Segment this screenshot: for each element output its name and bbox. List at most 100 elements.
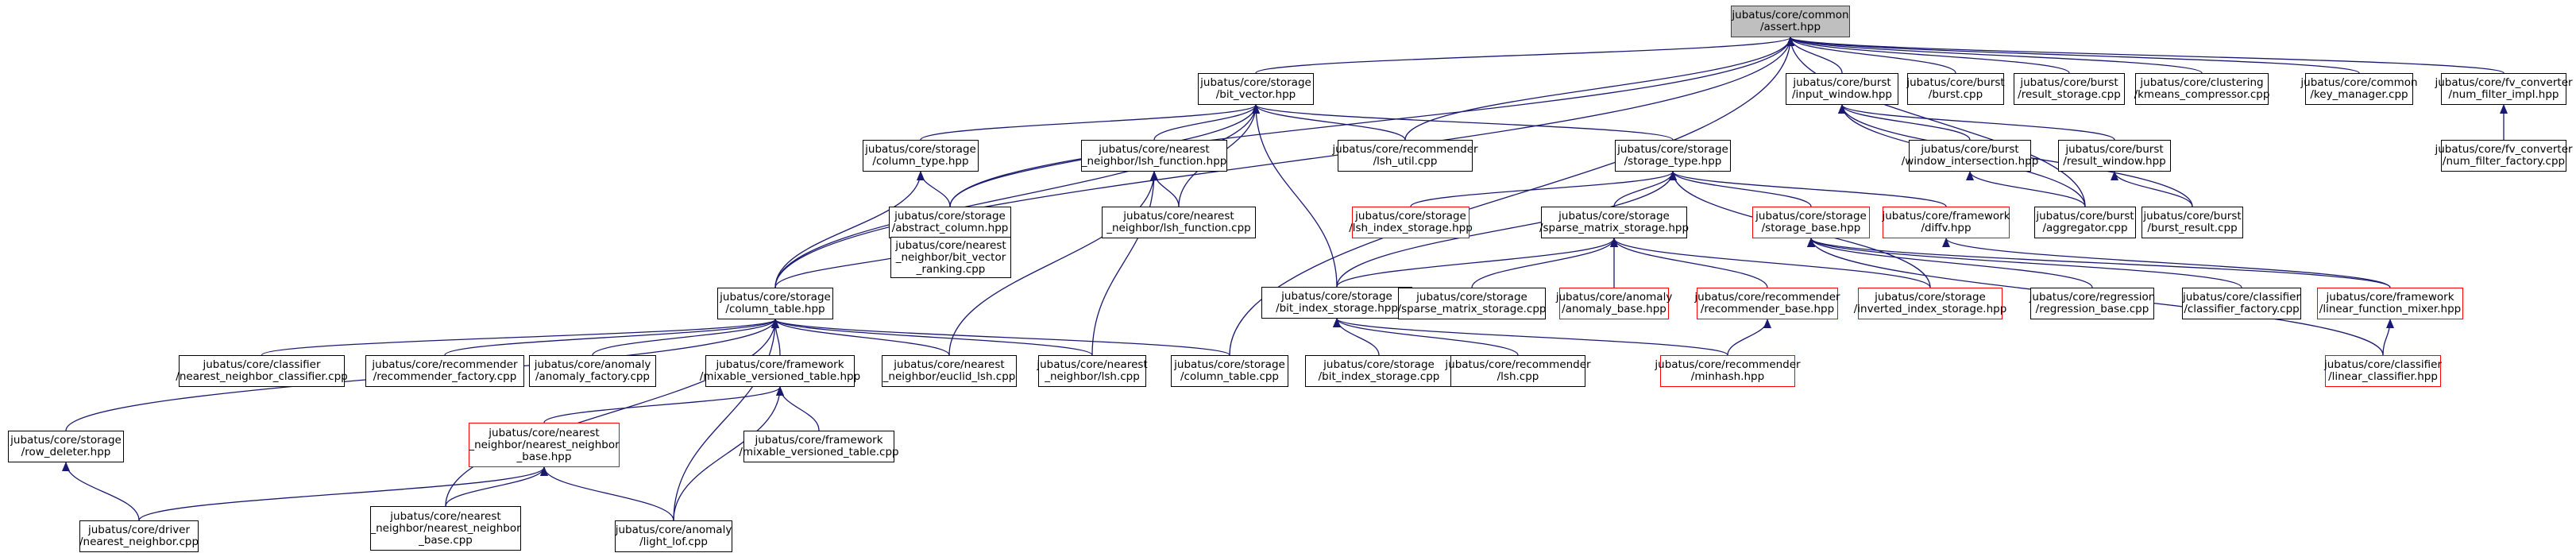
node-input-window[interactable]: jubatus/core/burst/input_window.hpp [1786, 73, 1898, 105]
node-burst-result[interactable]: jubatus/core/burst/burst_result.cpp [2142, 207, 2243, 238]
edge-euclid-lsh-to-column-table-hpp [771, 319, 950, 356]
edge-mixable-versioned-table-hpp-to-column-table-hpp [771, 319, 781, 356]
node-sparse-matrix-storage-cpp[interactable]: jubatus/core/storage/sparse_matrix_stora… [1398, 288, 1546, 319]
node-label-line: jubatus/core/framework [755, 434, 883, 447]
node-storage-type[interactable]: jubatus/core/storage/storage_type.hpp [1615, 140, 1731, 172]
node-nn-base-cpp[interactable]: jubatus/core/nearest_neighbor/nearest_ne… [370, 506, 521, 551]
node-bit-vector-ranking[interactable]: jubatus/core/nearest_neighbor/bit_vector… [890, 237, 1011, 278]
node-burst-cpp[interactable]: jubatus/core/burst/burst.cpp [1906, 73, 2005, 105]
edge-recommender-factory-to-column-table-hpp [444, 319, 779, 356]
node-bit-vector[interactable]: jubatus/core/storage/bit_vector.hpp [1198, 73, 1314, 105]
node-num-filter-factory[interactable]: jubatus/core/fv_converter/num_filter_fac… [2435, 140, 2573, 172]
node-linear-function-mixer[interactable]: jubatus/core/framework/linear_function_m… [2317, 288, 2463, 319]
node-kmeans[interactable]: jubatus/core/clustering/kmeans_compresso… [2134, 73, 2269, 105]
node-result-storage[interactable]: jubatus/core/burst/result_storage.cpp [2014, 73, 2125, 105]
node-nn-classifier[interactable]: jubatus/core/classifier/nearest_neighbor… [176, 355, 348, 387]
node-label-line: /lsh_util.cpp [1373, 155, 1438, 168]
node-light-lof[interactable]: jubatus/core/anomaly/light_lof.cpp [615, 520, 732, 552]
edge-regression-base-to-storage-base [1807, 238, 2093, 288]
edge-num-filter-impl-to-assert [1786, 37, 2505, 74]
edge-bit-vector-to-assert [1255, 37, 1794, 74]
node-label-line: jubatus/core/storage [1323, 358, 1435, 371]
node-bit-index-storage-cpp[interactable]: jubatus/core/storage/bit_index_storage.c… [1305, 355, 1453, 387]
node-label-line: jubatus/core/burst [2065, 143, 2164, 156]
node-label-line: jubatus/core/storage [1281, 290, 1392, 303]
edge-storage-type-to-bit-vector [1252, 104, 1674, 141]
node-linear-classifier[interactable]: jubatus/core/classifier/linear_classifie… [2324, 355, 2442, 387]
edge-light-lof-to-nn-base-hpp [540, 466, 674, 521]
node-recommender-base[interactable]: jubatus/core/recommender/recommender_bas… [1694, 288, 1840, 319]
node-column-type[interactable]: jubatus/core/storage/column_type.hpp [863, 140, 979, 172]
edge-kmeans-to-assert [1786, 37, 2203, 74]
edge-result-storage-to-assert [1786, 37, 2070, 74]
edge-abstract-column-to-assert [949, 37, 1794, 207]
node-label-line: jubatus/core/storage [720, 291, 831, 304]
node-label-line: jubatus/core/common [2300, 76, 2418, 89]
edge-column-table-hpp-to-assert [774, 37, 1794, 288]
node-regression-base[interactable]: jubatus/core/regression/regression_base.… [2030, 288, 2155, 319]
node-sparse-matrix-storage-hpp[interactable]: jubatus/core/storage/sparse_matrix_stora… [1539, 207, 1690, 238]
node-mixable-versioned-table-hpp[interactable]: jubatus/core/framework/mixable_versioned… [700, 355, 860, 387]
node-label-line: jubatus/core/storage [1617, 143, 1728, 156]
node-minhash[interactable]: jubatus/core/recommender/minhash.hpp [1655, 355, 1801, 387]
edge-inverted-index-storage-to-sparse-matrix-storage-hpp [1610, 238, 1931, 288]
node-column-table-cpp[interactable]: jubatus/core/storage/column_table.cpp [1171, 355, 1288, 387]
node-euclid-lsh[interactable]: jubatus/core/nearest_neighbor/euclid_lsh… [882, 355, 1017, 387]
node-num-filter-impl[interactable]: jubatus/core/fv_converter/num_filter_imp… [2435, 73, 2573, 105]
node-lsh-index-storage[interactable]: jubatus/core/storage/lsh_index_storage.h… [1349, 207, 1473, 238]
node-label-line: jubatus/core/recommender [372, 358, 518, 371]
node-anomaly-base[interactable]: jubatus/core/anomaly/anomaly_base.hpp [1556, 288, 1672, 319]
node-label-line: jubatus/core/classifier [2324, 358, 2442, 371]
node-anomaly-factory[interactable]: jubatus/core/anomaly/anomaly_factory.cpp [529, 355, 656, 387]
node-label-line: /burst_result.cpp [2147, 222, 2238, 234]
node-label-line: /recommender_base.hpp [1700, 303, 1835, 315]
edge-euclid-lsh-to-lsh-function-hpp [948, 171, 1158, 356]
edge-linear-function-mixer-to-diffv [1942, 238, 2391, 288]
node-classifier-factory[interactable]: jubatus/core/classifier/classifier_facto… [2182, 288, 2301, 319]
edge-nn-classifier-to-column-table-hpp [261, 319, 779, 356]
node-result-window[interactable]: jubatus/core/burst/result_window.hpp [2058, 140, 2171, 172]
edge-light-lof-to-column-table-hpp [673, 319, 779, 521]
node-assert[interactable]: jubatus/core/common/assert.hpp [1731, 6, 1850, 37]
node-column-table-hpp[interactable]: jubatus/core/storage/column_table.hpp [717, 288, 833, 319]
node-label-line: jubatus/core/nearest [390, 509, 501, 523]
node-label-line: jubatus/core/storage [1755, 210, 1867, 222]
node-storage-base[interactable]: jubatus/core/storage/storage_base.hpp [1752, 207, 1870, 238]
node-recommender-factory[interactable]: jubatus/core/recommender/recommender_fac… [365, 355, 524, 387]
node-aggregator[interactable]: jubatus/core/burst/aggregator.cpp [2034, 207, 2136, 238]
node-label-line: jubatus/core/storage [10, 434, 122, 447]
node-row-deleter[interactable]: jubatus/core/storage/row_deleter.hpp [8, 431, 124, 462]
node-lsh-function-hpp[interactable]: jubatus/core/nearest_neighbor/lsh_functi… [1081, 140, 1227, 172]
node-nn-base-hpp[interactable]: jubatus/core/nearest_neighbor/nearest_ne… [469, 423, 620, 467]
node-label-line: jubatus/core/burst [1793, 76, 1891, 89]
node-label-line: /column_table.cpp [1180, 370, 1280, 383]
node-nn-lsh[interactable]: jubatus/core/nearest_neighbor/lsh.cpp [1037, 355, 1148, 387]
edge-linear-classifier-to-linear-function-mixer [2382, 319, 2394, 356]
node-label-line: _neighbor/bit_vector [895, 250, 1006, 264]
node-diffv[interactable]: jubatus/core/framework/diffv.hpp [1882, 207, 2010, 238]
node-mixable-versioned-table-cpp[interactable]: jubatus/core/framework/mixable_versioned… [739, 431, 899, 462]
node-lsh-util[interactable]: jubatus/core/recommender/lsh_util.cpp [1332, 140, 1478, 172]
edge-aggregator-to-window-intersection [1966, 171, 2086, 207]
node-label-line: _neighbor/euclid_lsh.cpp [882, 370, 1016, 383]
node-abstract-column[interactable]: jubatus/core/storage/abstract_column.hpp [889, 207, 1011, 238]
edge-driver-nn-to-nn-base-hpp [138, 466, 548, 521]
node-label-line: /input_window.hpp [1792, 88, 1892, 101]
node-label-line: jubatus/core/framework [2326, 291, 2454, 304]
edge-aggregator-to-assert [1786, 37, 2086, 207]
node-driver-nn[interactable]: jubatus/core/driver/nearest_neighbor.cpp [79, 520, 199, 552]
node-label-line: jubatus/core/anomaly [534, 358, 651, 371]
node-inverted-index-storage[interactable]: jubatus/core/storage/inverted_index_stor… [1854, 288, 2006, 319]
node-label-line: _base.hpp [516, 450, 572, 463]
edge-abstract-column-to-column-type [917, 171, 951, 207]
node-window-intersection[interactable]: jubatus/core/burst/window_intersection.h… [1902, 140, 2038, 172]
node-bit-index-storage-hpp[interactable]: jubatus/core/storage/bit_index_storage.h… [1261, 287, 1412, 319]
node-label-line: /abstract_column.hpp [891, 222, 1009, 234]
node-label-line: /sparse_matrix_storage.hpp [1539, 222, 1690, 234]
node-rec-lsh[interactable]: jubatus/core/recommender/lsh.cpp [1445, 355, 1591, 387]
node-label-line: jubatus/core/burst [1921, 143, 2019, 156]
edge-window-intersection-to-input-window [1838, 104, 1971, 141]
edge-lsh-util-to-bit-vector [1252, 104, 1406, 141]
node-key-manager[interactable]: jubatus/core/common/key_manager.cpp [2300, 73, 2418, 105]
node-lsh-function-cpp[interactable]: jubatus/core/nearest_neighbor/lsh_functi… [1102, 207, 1256, 238]
